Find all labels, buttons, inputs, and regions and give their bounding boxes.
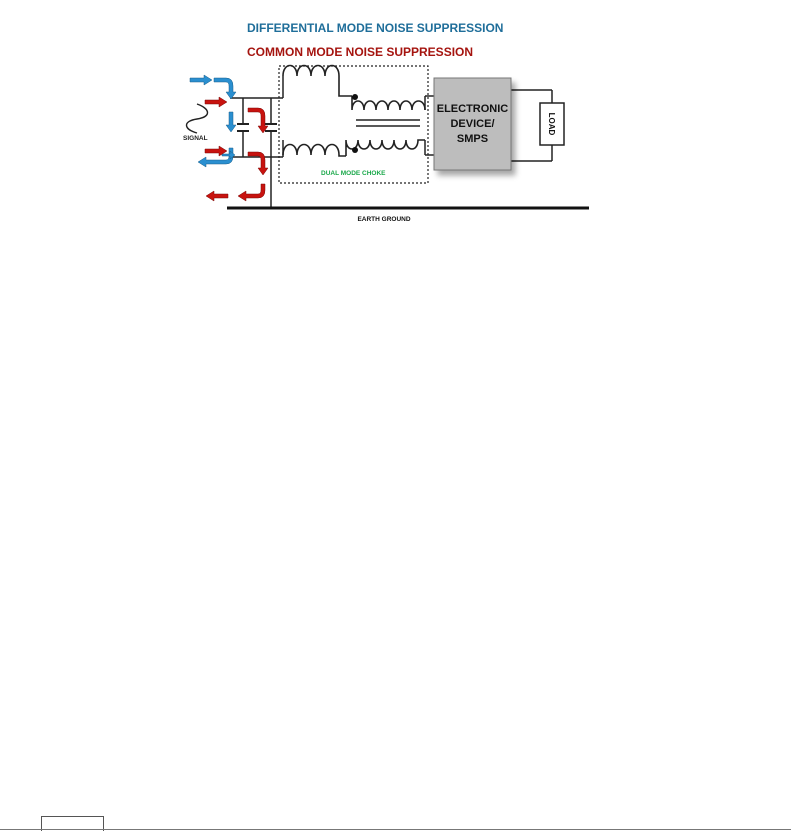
diff-arrow-in-top [189, 74, 213, 86]
diff-arrow-down-middle [225, 111, 237, 133]
diff-bend-top [213, 77, 237, 100]
signal-source-icon [185, 103, 209, 134]
bottom-differential-inductor [282, 143, 346, 157]
cm-arrow-in-bottom [204, 145, 228, 157]
diff-bend-bottom [197, 147, 234, 168]
cm-arrow-in-top [204, 96, 228, 108]
load-label: LOAD [547, 113, 556, 136]
bottom-common-mode-winding [345, 139, 425, 156]
page-footer-line [0, 829, 791, 830]
signal-label: SIGNAL [183, 135, 208, 142]
page-footer-tab [41, 816, 104, 831]
device-label-line-2: DEVICE/ [450, 118, 494, 130]
differential-mode-title: DIFFERENTIAL MODE NOISE SUPPRESSION [247, 21, 503, 35]
load-box [539, 102, 565, 146]
dual-mode-choke-label: DUAL MODE CHOKE [321, 170, 386, 177]
top-common-mode-winding [351, 96, 426, 111]
polarity-dot-top [352, 94, 358, 100]
dual-mode-choke-box [278, 65, 429, 184]
x-capacitor [237, 123, 249, 132]
y-capacitor [265, 123, 277, 132]
electronic-device-box [433, 77, 512, 171]
diff-arrow-small-bottom [221, 150, 236, 160]
choke-core [356, 119, 420, 127]
cm-bend-bottom [247, 151, 269, 176]
polarity-dot-bottom [352, 147, 358, 153]
top-differential-inductor [282, 64, 352, 97]
cm-arrow-out [205, 190, 229, 202]
earth-ground-label: EARTH GROUND [357, 216, 410, 223]
common-mode-arrows [204, 96, 269, 202]
cm-return-bend [237, 183, 266, 202]
common-mode-title: COMMON MODE NOISE SUPPRESSION [247, 45, 473, 59]
device-label-line-3: SMPS [457, 133, 488, 145]
device-label-line-1: ELECTRONIC [437, 103, 509, 115]
cm-bend-top [247, 107, 269, 134]
circuit-wiring [230, 76, 553, 208]
differential-mode-arrows [189, 74, 237, 168]
